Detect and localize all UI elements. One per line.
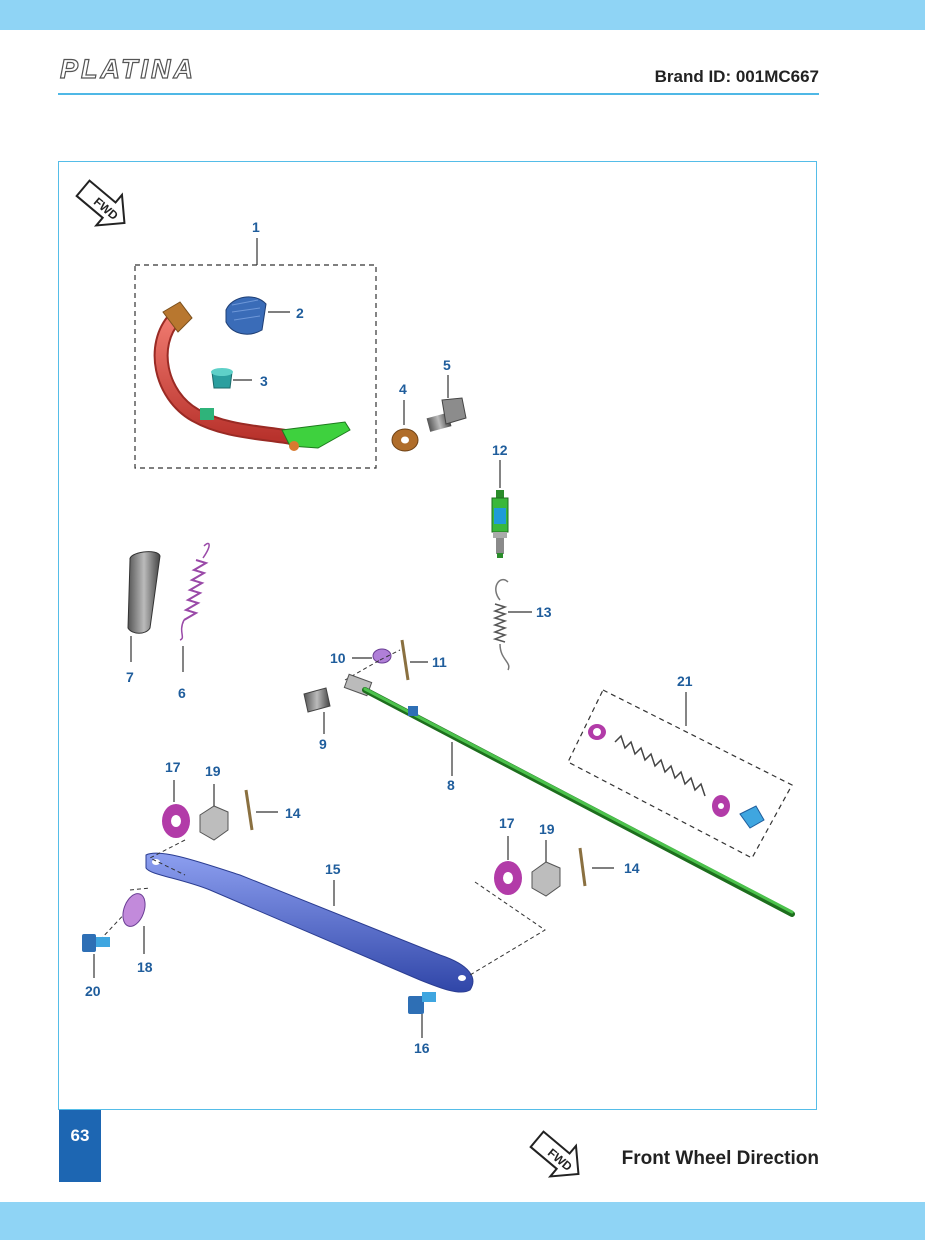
washer-21a-hole bbox=[593, 728, 601, 736]
rod-clip bbox=[408, 706, 418, 716]
rubber-sleeve-7 bbox=[127, 551, 161, 634]
legend-arrow-icon: FWD bbox=[529, 1130, 580, 1178]
legend-fwd-arrow: FWD bbox=[525, 1130, 591, 1189]
callout-13: 13 bbox=[536, 604, 552, 620]
pedal-rubber bbox=[225, 296, 267, 335]
adjuster-nut-21 bbox=[739, 805, 765, 829]
washer-4-hole bbox=[401, 436, 409, 444]
bottom-color-band bbox=[0, 1202, 925, 1240]
washer-17-right-hole bbox=[503, 872, 513, 884]
pedal-bush bbox=[211, 368, 233, 389]
fwd-arrow-icon: FWD bbox=[75, 179, 126, 227]
assembly-group-box-1 bbox=[134, 264, 377, 469]
brake-pedal bbox=[153, 301, 351, 451]
brand-id-label: Brand ID: 001MC667 bbox=[654, 67, 819, 86]
link-15-hole-left bbox=[152, 859, 160, 865]
switch-spring-13 bbox=[492, 579, 510, 671]
callout-3: 3 bbox=[260, 373, 268, 389]
callout-11: 11 bbox=[432, 654, 447, 670]
washer-17-left-hole bbox=[171, 815, 181, 827]
stop-switch-12 bbox=[491, 490, 509, 558]
adjuster-spring-21 bbox=[614, 734, 706, 797]
callout-4: 4 bbox=[399, 381, 407, 397]
callout-10: 10 bbox=[330, 650, 346, 666]
dashed-assembly-line-10 bbox=[344, 649, 401, 681]
callout-17-right: 17 bbox=[499, 815, 515, 831]
platina-logo: PLATINA bbox=[58, 53, 298, 88]
bolt-20 bbox=[82, 934, 110, 952]
callout-14-right: 14 bbox=[624, 860, 640, 876]
nut-19-left bbox=[199, 805, 229, 841]
split-pin-14-right bbox=[578, 847, 587, 887]
nut-19-right bbox=[531, 861, 561, 897]
brake-rod-8-highlight bbox=[363, 687, 794, 914]
callout-20: 20 bbox=[85, 983, 101, 999]
callout-12: 12 bbox=[492, 442, 508, 458]
callout-14-left: 14 bbox=[285, 805, 301, 821]
callout-19-right: 19 bbox=[539, 821, 555, 837]
legend-label: Front Wheel Direction bbox=[621, 1148, 819, 1169]
brake-link-15 bbox=[145, 852, 474, 993]
washer-10 bbox=[372, 648, 392, 664]
callout-17-left: 17 bbox=[165, 759, 181, 775]
callout-19-left: 19 bbox=[205, 763, 221, 779]
callout-5: 5 bbox=[443, 357, 451, 373]
washer-18 bbox=[122, 893, 146, 927]
page-number: 63 bbox=[59, 1110, 101, 1182]
pin-joint-21-hole bbox=[718, 803, 724, 809]
callout-2: 2 bbox=[296, 305, 304, 321]
callout-21: 21 bbox=[677, 673, 693, 689]
callout-9: 9 bbox=[319, 736, 327, 752]
callout-6: 6 bbox=[178, 685, 186, 701]
link-15-hole-right bbox=[458, 975, 466, 981]
split-pin-14-left bbox=[244, 789, 254, 831]
callout-8: 8 bbox=[447, 777, 455, 793]
bolt-16 bbox=[408, 992, 436, 1014]
rod-joint-9 bbox=[303, 673, 373, 713]
callout-1: 1 bbox=[252, 219, 260, 235]
pivot-bolt-5 bbox=[426, 397, 467, 432]
callout-18: 18 bbox=[137, 959, 153, 975]
diagram-frame bbox=[58, 161, 817, 1110]
callout-7: 7 bbox=[126, 669, 134, 685]
header-divider bbox=[58, 93, 819, 95]
return-spring-6 bbox=[179, 542, 210, 641]
split-pin-11 bbox=[400, 639, 410, 681]
callout-15: 15 bbox=[325, 861, 341, 877]
logo-wordmark: PLATINA bbox=[60, 55, 196, 83]
top-color-band bbox=[0, 0, 925, 30]
dashed-assembly-line-right bbox=[469, 881, 546, 976]
callout-16: 16 bbox=[414, 1040, 430, 1056]
